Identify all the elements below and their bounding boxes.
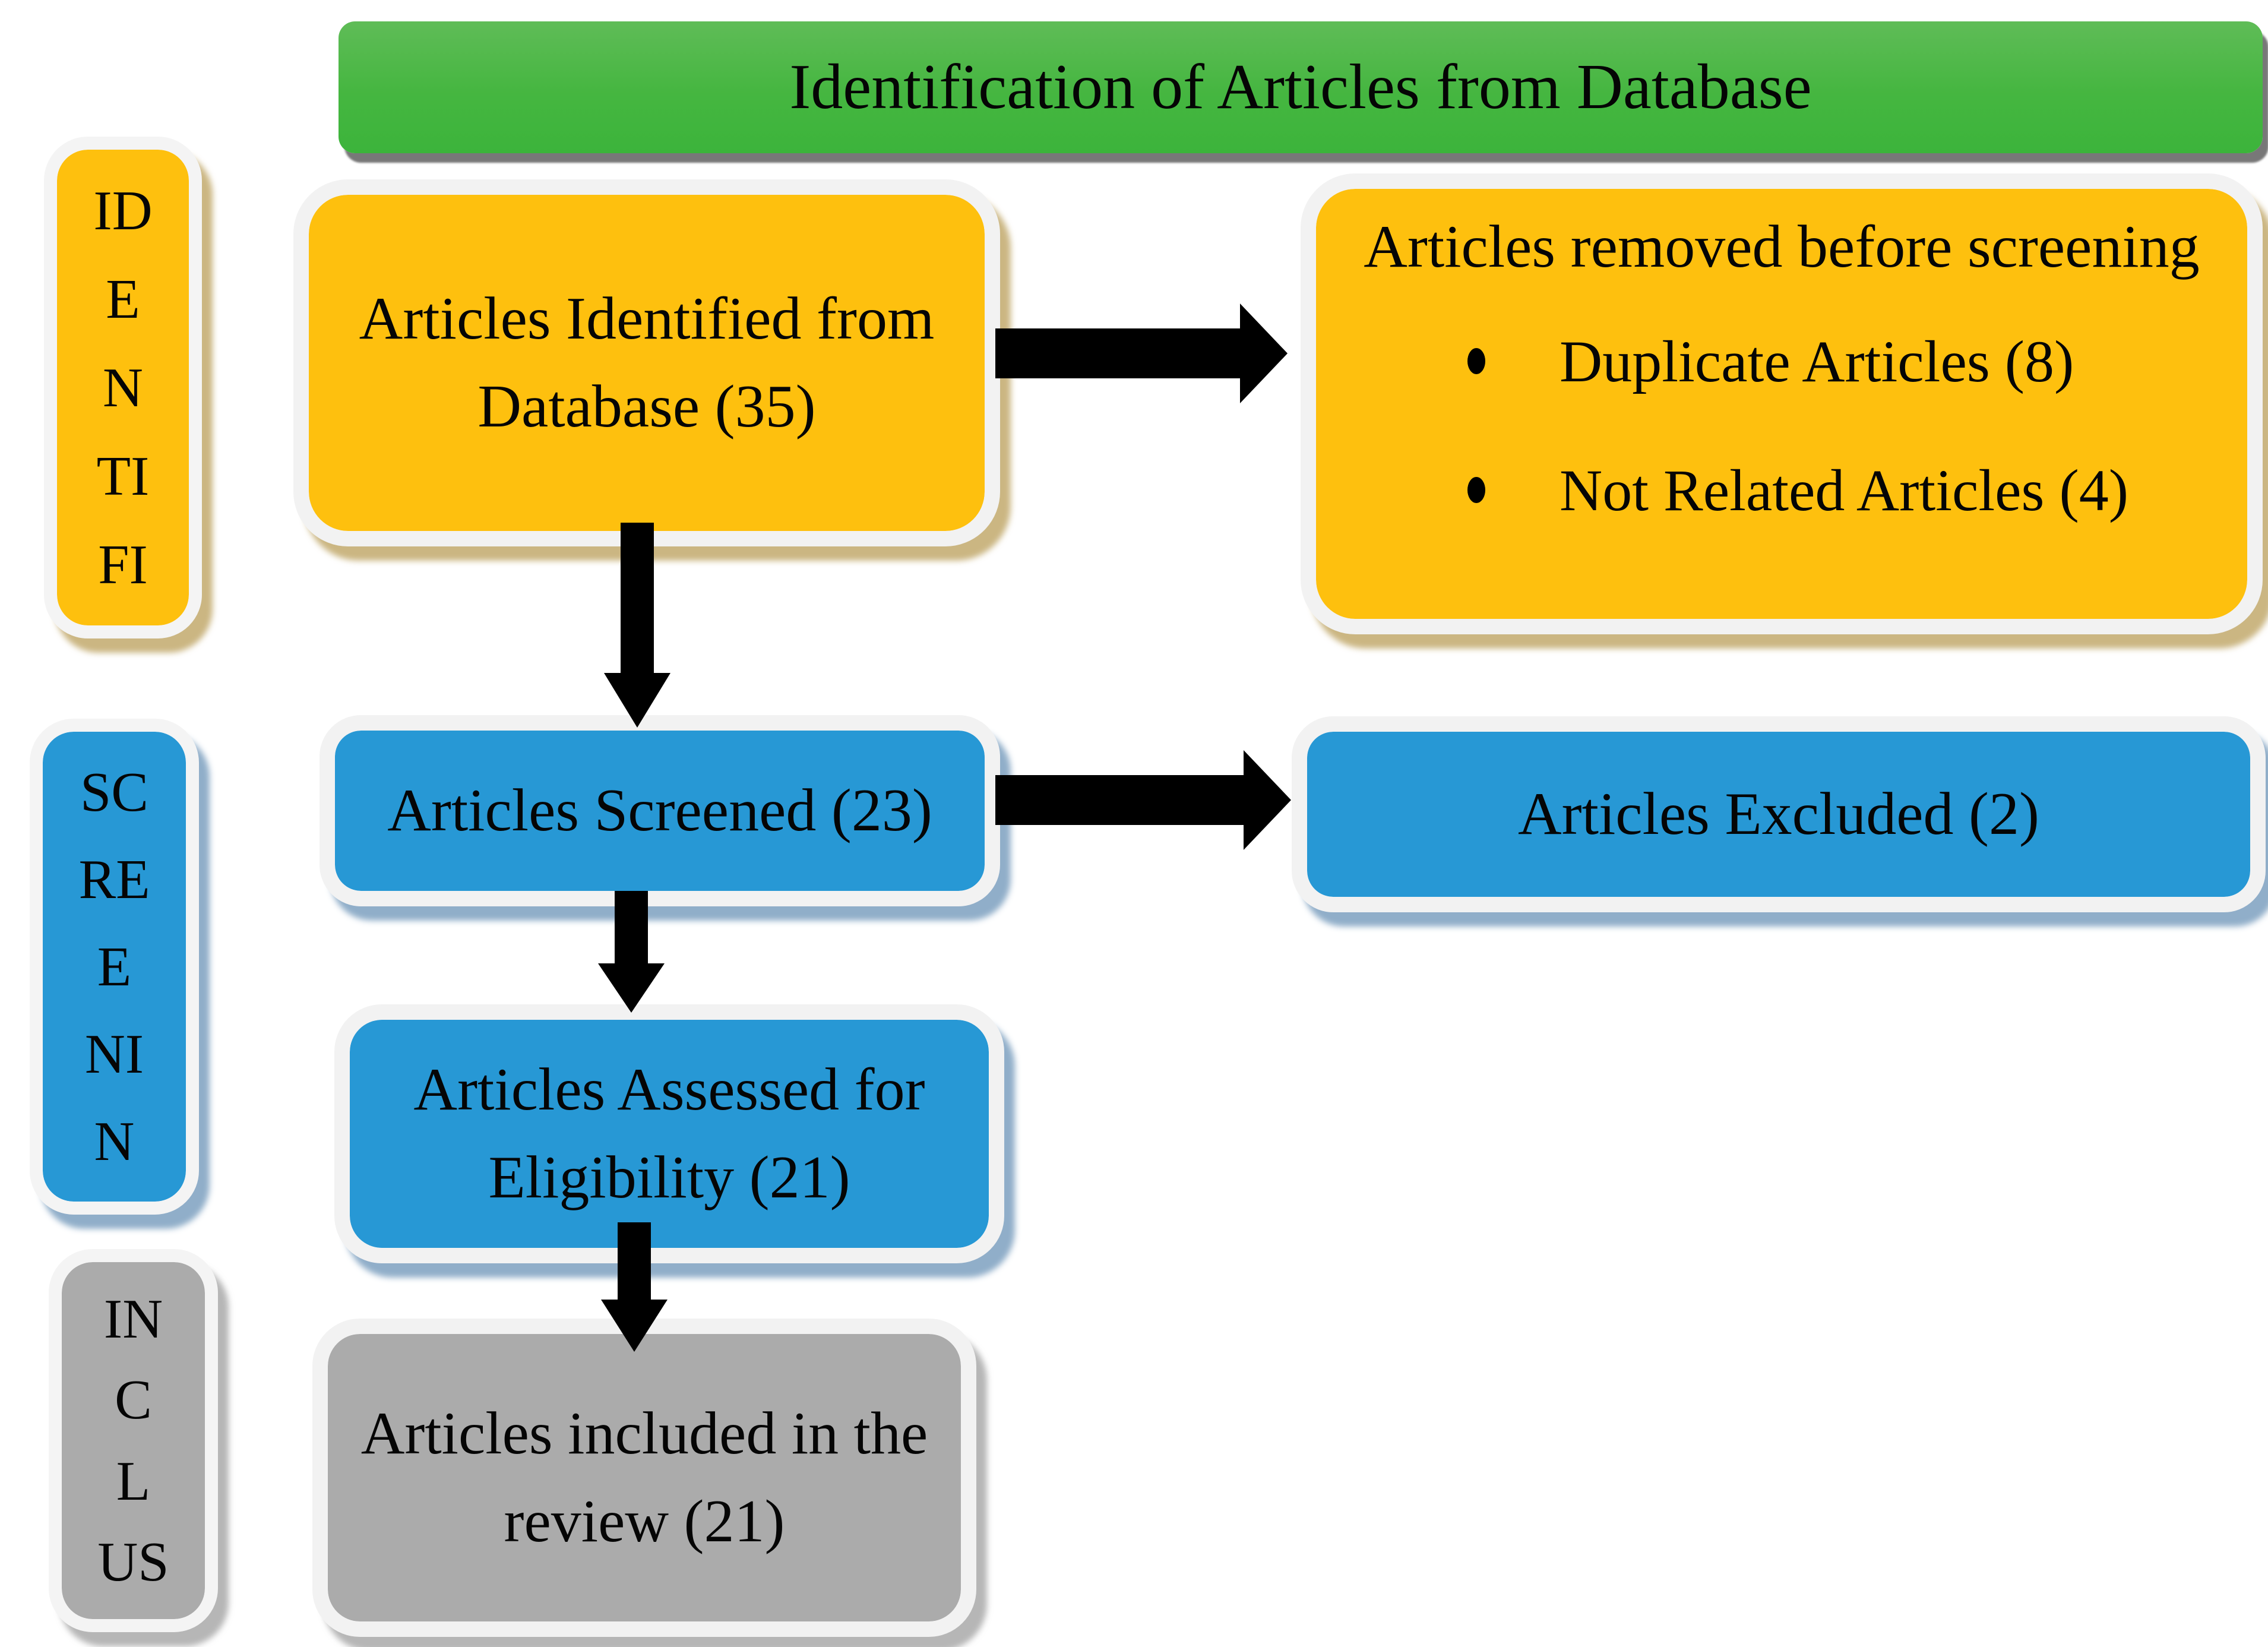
sidebar-screening-line: E bbox=[97, 935, 132, 998]
bullet-item: Duplicate Articles (8) bbox=[1467, 324, 2247, 399]
bullet-text: Duplicate Articles (8) bbox=[1560, 328, 2074, 394]
sidebar-identification-line: TI bbox=[96, 445, 150, 507]
arrow-head-icon bbox=[598, 963, 665, 1013]
box-articles-assessed-text: Articles Assessed for Eligibility (21) bbox=[413, 1046, 925, 1222]
arrow-shaft bbox=[618, 1222, 651, 1300]
sidebar-inclusion-line: IN bbox=[103, 1288, 163, 1351]
box-articles-excluded-text: Articles Excluded (2) bbox=[1517, 780, 2039, 848]
box-articles-removed-title: Articles removed before screening bbox=[1364, 213, 2200, 280]
box-articles-screened-text: Articles Screened (23) bbox=[387, 777, 932, 845]
header-title: Identification of Articles from Database bbox=[789, 52, 1812, 122]
arrow-head-icon bbox=[601, 1300, 668, 1352]
sidebar-screening: SC RE E NI N bbox=[30, 719, 199, 1215]
arrow-right-screened-to-excluded bbox=[995, 750, 1295, 850]
box-articles-included: Articles included in the review (21) bbox=[312, 1319, 976, 1637]
sidebar-identification-line: FI bbox=[98, 533, 148, 596]
sidebar-screening-line: SC bbox=[80, 761, 148, 823]
arrow-right-identified-to-removed bbox=[995, 304, 1292, 403]
box-articles-identified-text: Articles Identified from Database (35) bbox=[359, 275, 935, 451]
sidebar-inclusion-line: C bbox=[115, 1369, 152, 1431]
box-line: Database (35) bbox=[477, 373, 816, 440]
bullet-item: Not Related Articles (4) bbox=[1467, 453, 2247, 527]
box-line: review (21) bbox=[504, 1488, 785, 1555]
sidebar-identification-line: E bbox=[106, 268, 140, 330]
sidebar-inclusion: IN C L US bbox=[49, 1249, 218, 1632]
arrow-shaft bbox=[995, 775, 1244, 825]
arrow-shaft bbox=[615, 891, 648, 963]
box-articles-identified: Articles Identified from Database (35) bbox=[293, 179, 1000, 546]
sidebar-identification-line: N bbox=[103, 356, 143, 419]
arrow-shaft bbox=[621, 523, 654, 673]
sidebar-identification: ID E N TI FI bbox=[44, 137, 202, 638]
sidebar-inclusion-line: US bbox=[97, 1531, 169, 1593]
box-line: Articles Assessed for bbox=[413, 1056, 925, 1124]
sidebar-screening-line: RE bbox=[78, 848, 150, 911]
arrow-head-icon bbox=[1244, 750, 1291, 850]
arrow-down-identified-to-screened bbox=[604, 523, 670, 728]
bullet-icon bbox=[1467, 477, 1485, 503]
box-articles-screened: Articles Screened (23) bbox=[320, 715, 1000, 906]
arrow-down-screened-to-assessed bbox=[598, 891, 665, 1013]
arrow-down-assessed-to-included bbox=[601, 1222, 668, 1352]
bullet-icon bbox=[1467, 348, 1485, 374]
sidebar-inclusion-line: L bbox=[116, 1450, 151, 1512]
box-articles-included-text: Articles included in the review (21) bbox=[361, 1390, 928, 1566]
box-line: Articles Identified from bbox=[359, 285, 935, 353]
box-line: Eligibility (21) bbox=[488, 1144, 850, 1211]
arrow-head-icon bbox=[1240, 304, 1288, 403]
sidebar-identification-line: ID bbox=[93, 179, 153, 242]
arrow-head-icon bbox=[604, 673, 670, 728]
box-line: Articles included in the bbox=[360, 1400, 928, 1468]
box-articles-removed: Articles removed before screening Duplic… bbox=[1301, 173, 2263, 634]
header-banner: Identification of Articles from Database bbox=[339, 21, 2263, 153]
box-articles-assessed: Articles Assessed for Eligibility (21) bbox=[334, 1004, 1004, 1263]
box-articles-excluded: Articles Excluded (2) bbox=[1292, 716, 2266, 912]
arrow-shaft bbox=[995, 328, 1240, 378]
sidebar-screening-line: N bbox=[94, 1110, 135, 1172]
bullet-text: Not Related Articles (4) bbox=[1560, 457, 2129, 523]
sidebar-screening-line: NI bbox=[84, 1023, 144, 1085]
